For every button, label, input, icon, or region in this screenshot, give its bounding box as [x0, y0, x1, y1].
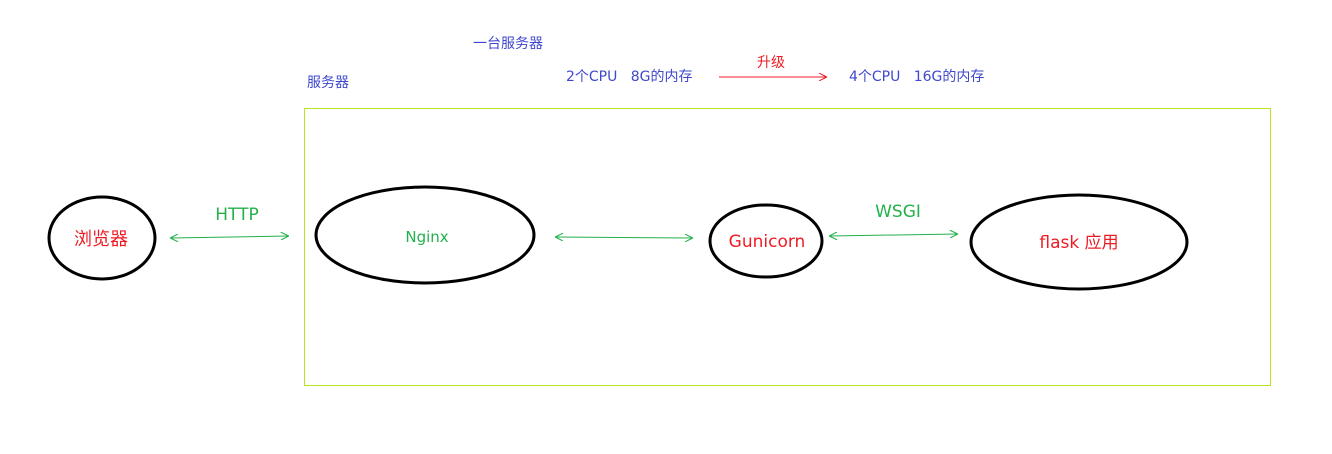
flask-app-node	[969, 193, 1189, 291]
gunicorn-node	[708, 203, 824, 279]
http-arrow	[171, 236, 288, 238]
http-edge-label: HTTP	[215, 205, 259, 225]
wsgi-edge-label: WSGI	[875, 202, 921, 222]
server-box	[304, 108, 1271, 386]
spec-before-label: 2个CPU 8G的内存	[566, 69, 692, 85]
nginx-gunicorn-arrow	[556, 237, 692, 238]
one-server-label: 一台服务器	[473, 36, 543, 52]
flask-app-label: flask 应用	[1039, 233, 1118, 253]
server-label: 服务器	[307, 75, 349, 91]
nginx-node	[314, 185, 536, 285]
nginx-label: Nginx	[405, 228, 448, 246]
spec-after-label: 4个CPU 16G的内存	[849, 69, 984, 85]
browser-node	[47, 195, 157, 281]
browser-label: 浏览器	[74, 229, 128, 250]
upgrade-label: 升级	[757, 55, 785, 71]
wsgi-arrow	[830, 234, 957, 236]
gunicorn-label: Gunicorn	[729, 232, 806, 252]
